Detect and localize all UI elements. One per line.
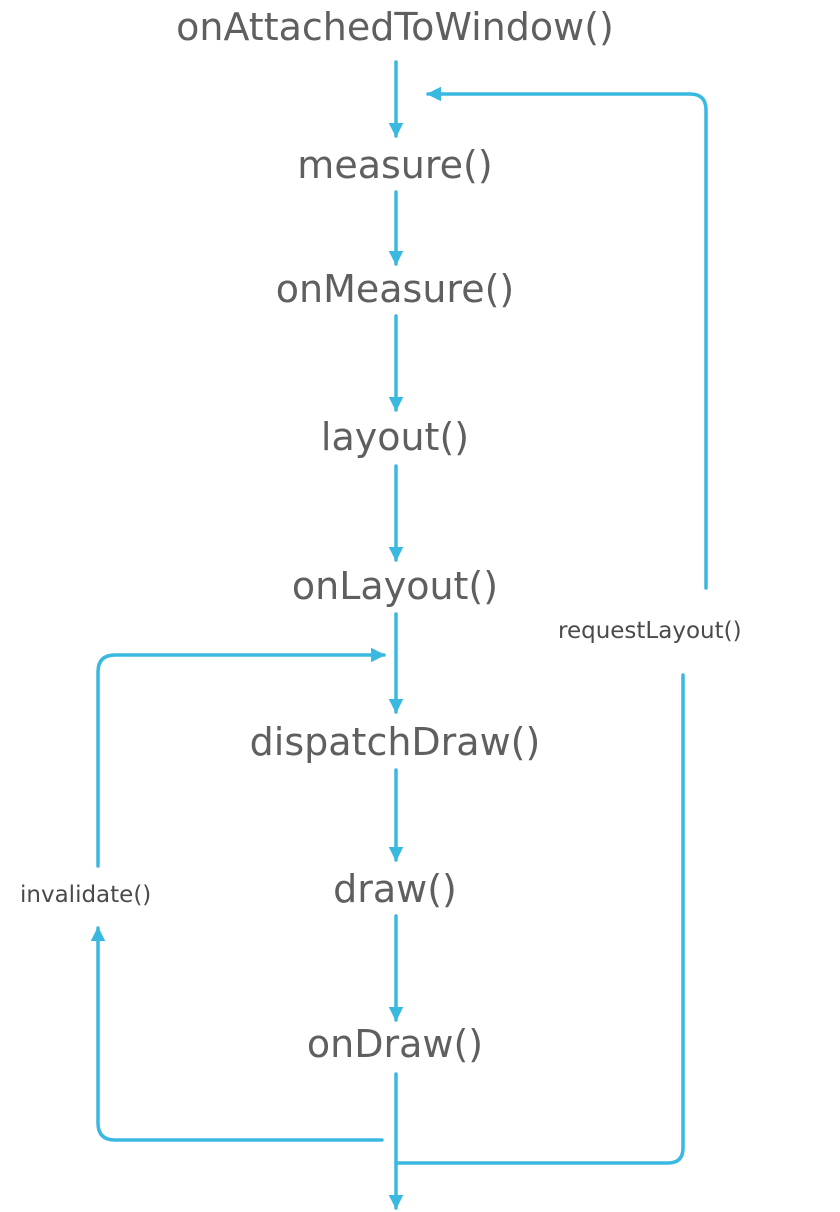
invalidate-label: invalidate() [20, 882, 152, 908]
step-layout: layout() [320, 415, 470, 459]
step-on-draw: onDraw() [306, 1022, 484, 1066]
step-on-measure: onMeasure() [275, 267, 515, 311]
step-on-layout: onLayout() [291, 564, 499, 608]
invalidate-loop-return-arrow [96, 647, 386, 868]
step-on-attached-to-window: onAttachedToWindow() [176, 5, 614, 49]
step-dispatch-draw: dispatchDraw() [249, 720, 541, 764]
step-draw: draw() [333, 867, 457, 911]
request-layout-label: requestLayout() [558, 618, 742, 644]
invalidate-loop-arrow [90, 926, 384, 1142]
step-measure: measure() [297, 143, 493, 187]
request-layout-loop-arrow [394, 94, 708, 1165]
